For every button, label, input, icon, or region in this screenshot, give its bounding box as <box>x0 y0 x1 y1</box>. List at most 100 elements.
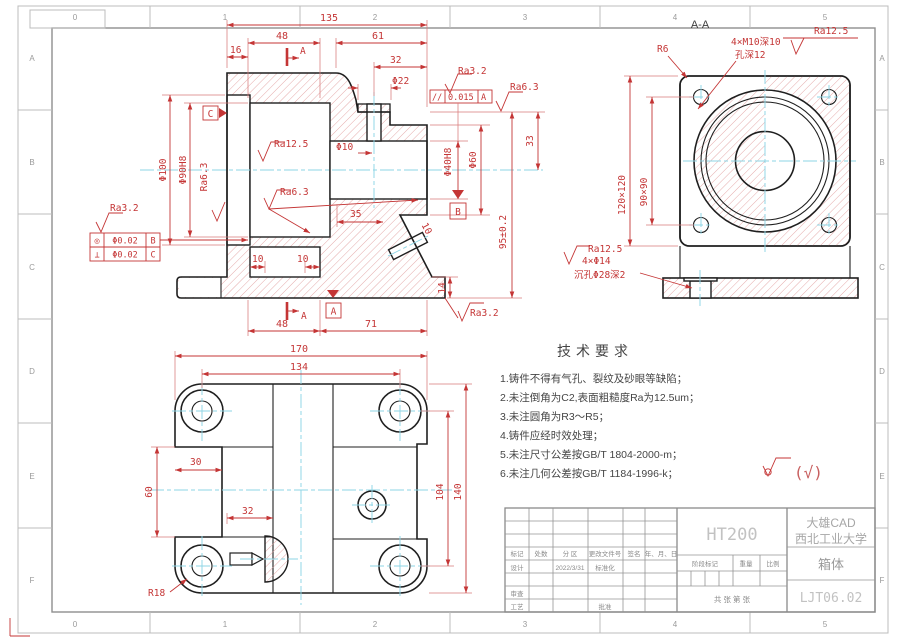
ra125-aa-base: Ra12.5 <box>588 244 622 255</box>
front-dimensions: 135 48 61 16 32 Φ22 A A <box>89 13 545 336</box>
section-mark-a-bottom: A <box>301 311 307 322</box>
dim-104: 104 <box>435 483 446 500</box>
dim-r18: R18 <box>148 588 165 599</box>
tb-weight: 重量 <box>740 560 754 568</box>
tb-header-docno: 更改文件号 <box>589 549 622 558</box>
tech-req-item: 2.未注倒角为C2,表面粗糙度Ra为12.5um； <box>500 391 700 404</box>
bottom-view: 170 134 30 60 32 104 140 R18 <box>144 344 472 605</box>
tb-drawing-number: LJT06.02 <box>800 591 863 606</box>
tb-part-name: 箱体 <box>818 557 844 572</box>
tol-perpendicular-value: Φ0.02 <box>112 251 138 261</box>
zone-top-5: 5 <box>823 13 828 22</box>
dim-60: 60 <box>144 486 155 498</box>
roughness-icon <box>563 245 590 266</box>
datum-c-label: C <box>208 109 214 120</box>
tb-company-line2: 西北工业大学 <box>795 531 867 546</box>
tech-req-title: 技术要求 <box>557 343 633 359</box>
base-window <box>249 246 321 278</box>
ra32-bottom-right: Ra3.2 <box>470 308 499 319</box>
zone-left-d: D <box>29 367 35 376</box>
dim-phi40h8: Φ40H8 <box>443 147 454 176</box>
roughness-icon <box>257 141 285 163</box>
roughness-icon <box>263 189 291 211</box>
section-mark-a-top: A <box>300 46 306 57</box>
tol-concentric-datum: B <box>150 237 155 247</box>
front-section-view: 135 48 61 16 32 Φ22 A A <box>89 13 545 336</box>
counterbore-step <box>683 277 718 282</box>
roughness-icon <box>762 457 791 478</box>
rest-note-text: (√) <box>794 463 823 482</box>
zone-right-b: B <box>879 158 884 167</box>
bottom-dimensions: 170 134 30 60 32 104 140 R18 <box>144 344 472 599</box>
tb-header-count: 处数 <box>535 549 549 558</box>
dim-32-top: 32 <box>390 55 401 66</box>
tb-header-zone: 分 区 <box>563 549 578 558</box>
parallel-tol-icon: // <box>432 93 442 103</box>
aa-dimensions: R6 4×M10深10 孔深12 Ra12.5 120×120 90×90 Ra… <box>563 26 858 289</box>
datum-b-label: B <box>455 207 461 218</box>
technical-requirements: 技术要求 1.铸件不得有气孔、裂纹及砂眼等缺陷； 2.未注倒角为C2,表面粗糙度… <box>500 343 700 480</box>
dim-71: 71 <box>365 319 377 330</box>
ra63-left: Ra6.3 <box>199 163 210 192</box>
dim-35: 35 <box>350 209 361 220</box>
zone-top-4: 4 <box>673 13 678 22</box>
ra125-aa-top: Ra12.5 <box>814 26 848 37</box>
label-m10-depth: 孔深12 <box>735 50 765 61</box>
base-bolt-hole <box>689 280 712 299</box>
zone-bot-5: 5 <box>823 620 828 629</box>
tb-company-line1: 大雄CAD <box>806 515 856 530</box>
title-block: 标记 处数 分 区 更改文件号 签名 年、月、日 设计 2022/3/31 标准… <box>504 507 876 613</box>
front-centerlines <box>140 92 543 257</box>
zone-bot-2: 2 <box>373 620 378 629</box>
ra63-right: Ra6.3 <box>510 82 539 93</box>
bottom-view-outline <box>174 383 428 594</box>
roughness-icon <box>495 91 523 113</box>
roughness-icon <box>444 73 472 95</box>
tech-req-item: 6.未注几何公差按GB/T 1184-1996-k； <box>500 467 678 480</box>
dim-phi100: Φ100 <box>158 158 169 181</box>
geometric-tolerance-frame: ◎ Φ0.02 B ⊥ Φ0.02 C <box>89 232 248 262</box>
tb-header-date: 年、月、日 <box>645 549 678 558</box>
zone-top-2: 2 <box>373 13 378 22</box>
roughness-icon <box>95 212 123 234</box>
dim-134: 134 <box>290 362 308 373</box>
dim-phi10: Φ10 <box>336 142 353 153</box>
dim-10-angled: 10 <box>419 221 434 237</box>
dim-phi90h8: Φ90H8 <box>178 155 189 184</box>
datum-a-triangle-icon <box>327 290 339 298</box>
tb-header-signature: 签名 <box>628 549 641 558</box>
tol-concentric-icon: ◎ <box>94 237 99 247</box>
tech-req-item: 4.铸件应经时效处理； <box>500 429 603 442</box>
zone-right-a: A <box>879 54 885 63</box>
parallel-tol-value: 0.015 <box>448 93 474 103</box>
zone-bot-1: 1 <box>223 620 228 629</box>
zone-left-b: B <box>29 158 34 167</box>
dim-phi22: Φ22 <box>392 76 409 87</box>
zone-left-e: E <box>29 472 34 481</box>
dim-phi60: Φ60 <box>468 151 479 168</box>
dim-95: 95±0.2 <box>498 215 509 249</box>
tb-process: 工艺 <box>511 603 525 611</box>
tol-perpendicular-datum: C <box>150 251 155 261</box>
bottom-view-inner-lines <box>222 384 417 593</box>
zone-top-0: 0 <box>73 13 78 22</box>
label-counterbore: 沉孔Φ28深2 <box>574 270 625 281</box>
roughness-icon <box>211 201 226 223</box>
zone-top-1: 1 <box>223 13 228 22</box>
datum-a-label: A <box>331 307 337 318</box>
dim-135: 135 <box>320 13 338 24</box>
section-aa-view: A-A R6 4×M10深10 <box>563 19 859 306</box>
ra32-top-right: Ra3.2 <box>458 66 487 77</box>
label-m10-holes: 4×M10深10 <box>731 37 781 48</box>
tol-perpendicular-icon: ⊥ <box>94 251 99 261</box>
tb-design: 设计 <box>511 563 525 572</box>
roughness-icon <box>790 37 805 56</box>
section-aa-title: A-A <box>691 19 710 31</box>
zone-right-e: E <box>879 472 884 481</box>
zone-right-c: C <box>879 263 885 272</box>
dim-32-bottom: 32 <box>242 506 253 517</box>
base-overhang <box>179 278 221 297</box>
tech-req-item: 3.未注圆角为R3～R5； <box>500 410 609 423</box>
tol-concentric-value: Φ0.02 <box>112 237 138 247</box>
